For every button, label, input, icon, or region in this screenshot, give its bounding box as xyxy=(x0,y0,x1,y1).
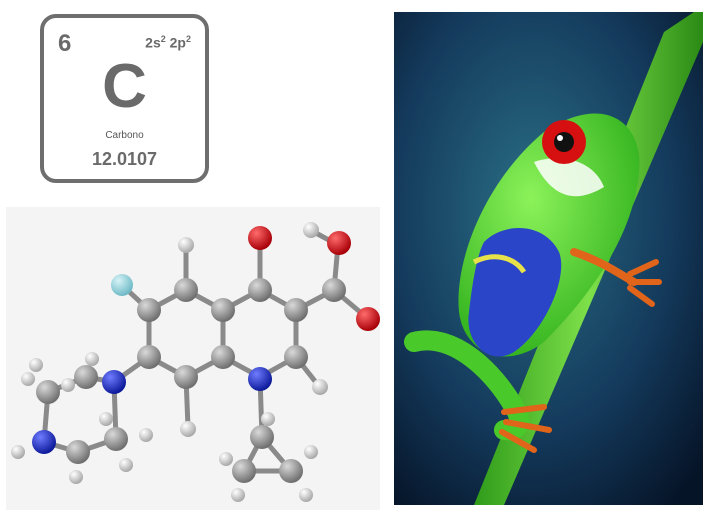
element-symbol: C xyxy=(102,52,147,121)
electron-configuration: 2s2 2p2 xyxy=(145,34,191,51)
periodic-element-tile: 6 2s2 2p2 C Carbono 12.0107 xyxy=(40,14,209,183)
carbon-atoms xyxy=(36,278,346,483)
heteroatoms xyxy=(32,226,380,454)
atomic-mass: 12.0107 xyxy=(91,149,158,169)
molecule-image xyxy=(6,207,380,510)
atomic-number: 6 xyxy=(58,30,72,57)
hydrogen-atoms xyxy=(11,222,328,502)
frog-photo xyxy=(394,12,703,505)
element-name: Carbono xyxy=(105,130,144,141)
